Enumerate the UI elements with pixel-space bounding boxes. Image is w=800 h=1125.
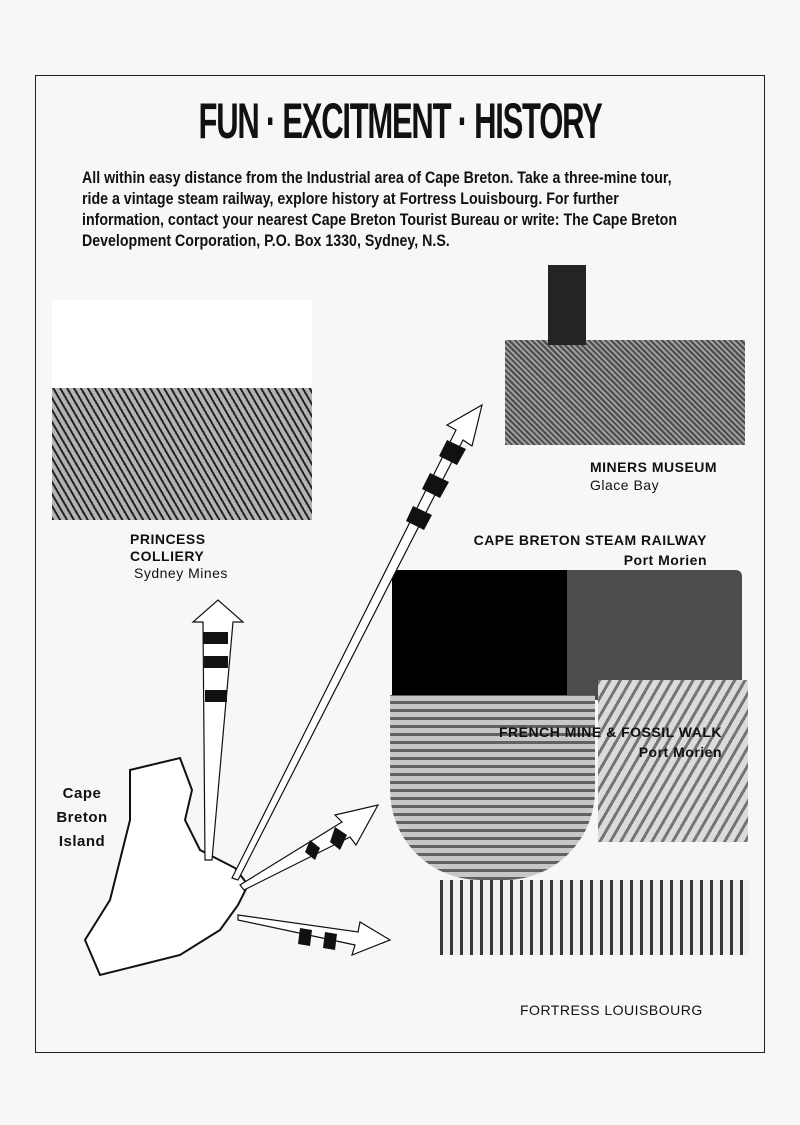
map-label: Cape Breton Island — [52, 782, 112, 854]
text-line: ride a vintage steam railway, explore hi… — [82, 190, 619, 208]
arrow-stripe — [323, 932, 337, 950]
intro-text: All within easy distance from the Indust… — [82, 168, 736, 252]
colliery-photo — [52, 300, 312, 520]
fortress-photo — [440, 880, 750, 955]
label-line: CAPE BRETON STEAM RAILWAY — [473, 532, 707, 548]
label-line: Sydney Mines — [134, 565, 228, 581]
colliery-label: PRINCESS COLLIERY Sydney Mines — [130, 531, 228, 582]
label-line: Port Morien — [638, 744, 722, 760]
fortress-label: FORTRESS LOUISBOURG — [520, 1002, 703, 1018]
arrow-museum — [231, 403, 483, 881]
label-line: PRINCESS — [130, 531, 206, 547]
label-line: COLLIERY — [130, 548, 205, 564]
island-map — [83, 756, 250, 977]
label-line: Cape — [62, 785, 102, 802]
text-line: information, contact your nearest Cape B… — [82, 211, 678, 229]
arrow-stripe — [203, 632, 228, 644]
arrow-stripe — [205, 690, 227, 702]
arrow-fortress — [237, 914, 392, 957]
label-line: FRENCH MINE & FOSSIL WALK — [498, 724, 722, 740]
railway-label: CAPE BRETON STEAM RAILWAY Port Morien — [455, 530, 707, 570]
label-line: MINERS MUSEUM — [590, 459, 718, 475]
train-photo — [392, 570, 742, 700]
arrow-stripe — [305, 840, 320, 860]
arrow-stripe — [406, 506, 432, 530]
arrow-stripe — [298, 928, 312, 946]
museum-photo — [505, 340, 745, 445]
arrow-stripe — [439, 440, 466, 465]
arrow-stripe — [330, 827, 347, 850]
headline: FUN · EXCITMENT · HISTORY — [198, 93, 603, 149]
arrow-stripe — [204, 656, 228, 668]
label-line: Port Morien — [623, 552, 707, 568]
label-line: Breton — [56, 809, 108, 826]
text-line: All within easy distance from the Indust… — [82, 169, 672, 187]
mine-label: FRENCH MINE & FOSSIL WALK Port Morien — [462, 722, 722, 762]
fossil-photo — [598, 680, 748, 842]
label-line: Island — [58, 833, 106, 850]
museum-label: MINERS MUSEUM Glace Bay — [590, 458, 717, 494]
label-line: Glace Bay — [590, 477, 660, 493]
museum-tower-photo — [548, 265, 586, 345]
french-mine-photo — [390, 695, 595, 880]
border-frame — [35, 75, 765, 1053]
arrow-stripe — [422, 473, 449, 498]
text-line: Development Corporation, P.O. Box 1330, … — [82, 232, 450, 250]
